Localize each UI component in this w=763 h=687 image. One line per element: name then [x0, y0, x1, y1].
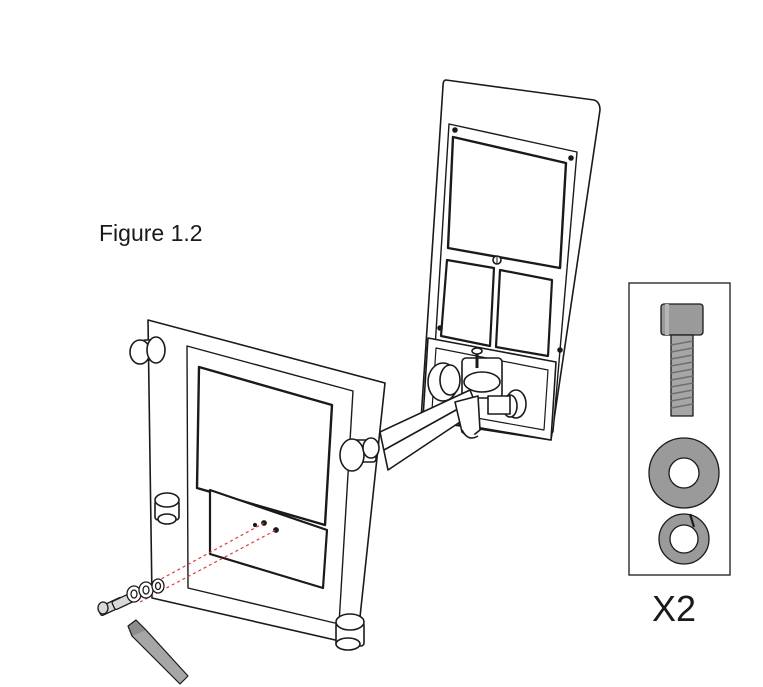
- thumb-screw-bottom-right: [335, 613, 365, 651]
- parts-box: [628, 282, 731, 576]
- hex-key-icon: [127, 619, 189, 685]
- figure-label: Figure 1.2: [99, 220, 203, 246]
- lock-washer-icon: [658, 513, 710, 565]
- thumb-screw-right: [339, 437, 380, 472]
- bolt-icon: [660, 303, 704, 417]
- monitor-plate: [147, 319, 386, 646]
- flat-washer-icon: [648, 437, 720, 509]
- thumb-screw-top-left: [129, 336, 166, 365]
- extension-arm: [379, 389, 481, 471]
- loose-bolt-set: [97, 578, 165, 617]
- thumb-screw-bottom-left: [154, 492, 180, 525]
- quantity-label: X2: [652, 588, 697, 629]
